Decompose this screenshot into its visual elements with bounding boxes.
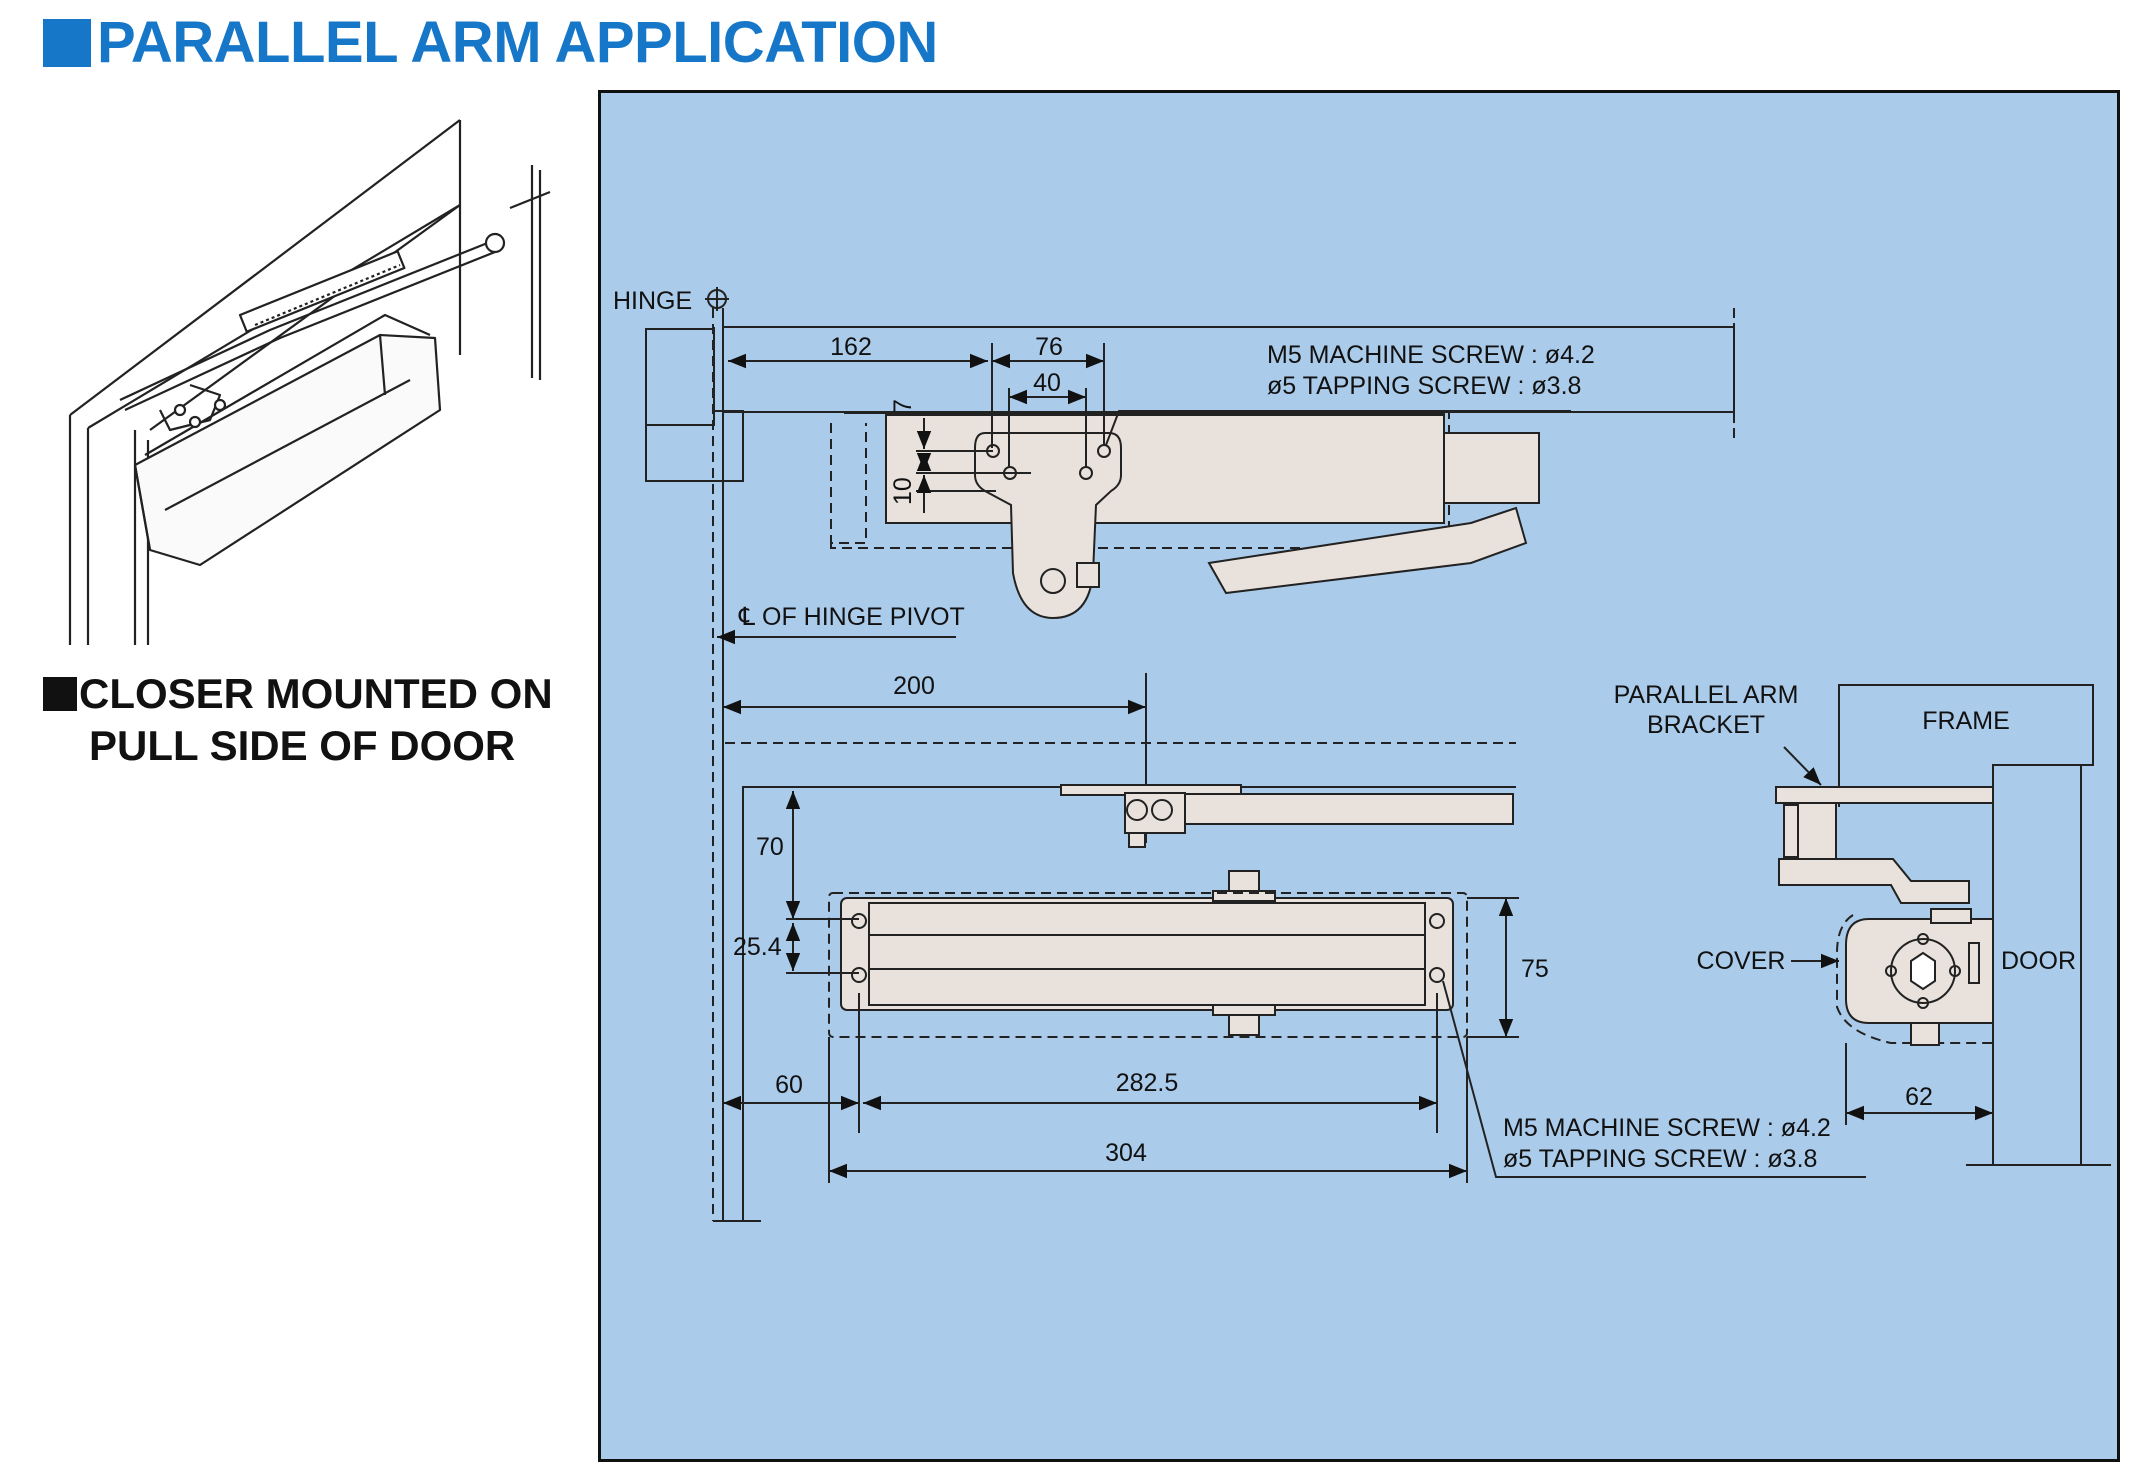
dim-282-5-label: 282.5 bbox=[1116, 1069, 1179, 1097]
side-view bbox=[1775, 684, 2111, 1166]
top-view bbox=[645, 287, 1735, 1221]
dim-60-label: 60 bbox=[775, 1071, 803, 1099]
page-header: PARALLEL ARM APPLICATION bbox=[43, 12, 938, 74]
caption-square-icon bbox=[43, 677, 77, 711]
dim-40-label: 40 bbox=[1033, 369, 1061, 397]
dim-62-label: 62 bbox=[1905, 1083, 1933, 1111]
front-view bbox=[713, 673, 1866, 1222]
door-closer-illustration bbox=[68, 119, 551, 645]
front-screw-line1: M5 MACHINE SCREW : ø4.2 bbox=[1503, 1114, 1831, 1142]
dim-162-label: 162 bbox=[830, 333, 872, 361]
top-screw-line2: ø5 TAPPING SCREW : ø3.8 bbox=[1267, 372, 1581, 400]
dim-25-4-label: 25.4 bbox=[733, 933, 782, 961]
cover-label: COVER bbox=[1697, 947, 1786, 975]
frame-label: FRAME bbox=[1922, 707, 2010, 735]
door-label: DOOR bbox=[2001, 947, 2076, 975]
caption-line2: PULL SIDE OF DOOR bbox=[89, 722, 516, 769]
dim-7-label: 7 bbox=[889, 399, 917, 413]
page-title: PARALLEL ARM APPLICATION bbox=[97, 10, 938, 75]
top-screw-line1: M5 MACHINE SCREW : ø4.2 bbox=[1267, 341, 1595, 369]
header-square-icon bbox=[43, 19, 91, 67]
dim-304-label: 304 bbox=[1105, 1139, 1147, 1167]
dim-200-label: 200 bbox=[893, 672, 935, 700]
front-screw-line2: ø5 TAPPING SCREW : ø3.8 bbox=[1503, 1145, 1817, 1173]
dim-10-label: 10 bbox=[889, 477, 917, 505]
hinge-pivot-label: ℄ OF HINGE PIVOT bbox=[738, 603, 965, 631]
bracket-label-line2: BRACKET bbox=[1647, 711, 1765, 739]
drawing-labels: HINGE 162 76 40 7 10 M5 MACHINE SCREW : … bbox=[613, 287, 2076, 1173]
hinge-label: HINGE bbox=[613, 287, 692, 315]
bracket-label-line1: PARALLEL ARM bbox=[1614, 681, 1799, 709]
dim-75-label: 75 bbox=[1521, 955, 1549, 983]
illustration-caption: CLOSER MOUNTED ON PULL SIDE OF DOOR bbox=[43, 668, 553, 772]
dimension-drawing: HINGE 162 76 40 7 10 M5 MACHINE SCREW : … bbox=[613, 287, 2111, 1222]
dim-70-label: 70 bbox=[756, 833, 784, 861]
caption-line1: CLOSER MOUNTED ON bbox=[79, 670, 553, 717]
technical-drawing-panel: HINGE 162 76 40 7 10 M5 MACHINE SCREW : … bbox=[598, 90, 2120, 1462]
dim-76-label: 76 bbox=[1035, 333, 1063, 361]
